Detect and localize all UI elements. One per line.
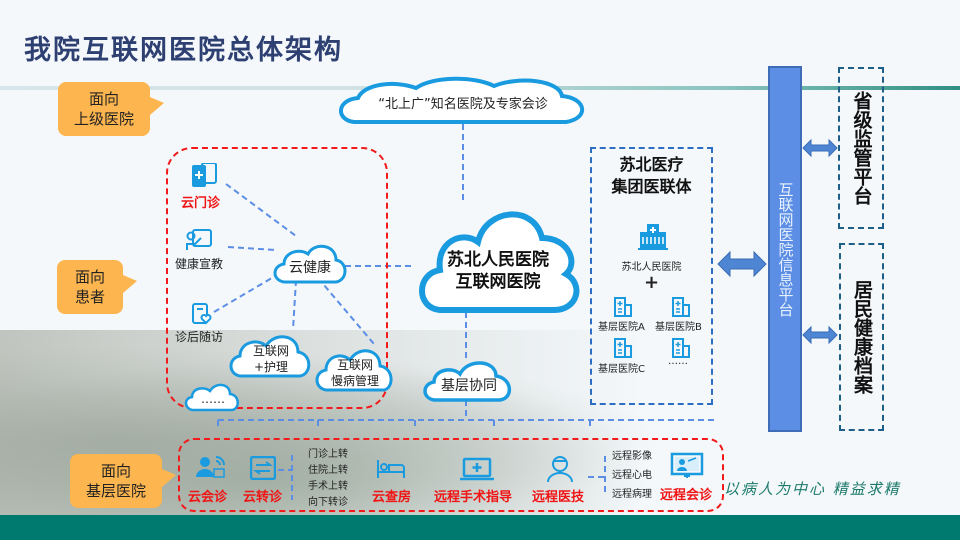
- box-health-records: 居民健康档案: [839, 243, 884, 431]
- alliance-member-more: ……: [668, 356, 688, 367]
- alliance-title-line1: 苏北医疗: [619, 155, 684, 174]
- service-health-education[interactable]: 健康宣教: [175, 257, 224, 271]
- chronic-line1: 互联网: [336, 358, 373, 372]
- referral-down: 向下转诊: [308, 497, 348, 508]
- top-cloud-label: “北上广”知名医院及专家会诊: [378, 96, 548, 112]
- double-arrow-icon: [802, 325, 838, 345]
- hospital-bed-icon: [376, 458, 406, 480]
- remote-pathology: 远程病理: [612, 489, 652, 500]
- cloud-top-experts: “北上广”知名医院及专家会诊: [334, 72, 592, 132]
- medtech-sub-list: 远程影像 远程心电 远程病理: [612, 447, 652, 504]
- referral-sub-list: 门诊上转 住院上转 手术上转 向下转诊: [308, 447, 348, 511]
- cloud-more: ……: [184, 380, 242, 412]
- service-cloud-ward-round[interactable]: 云查房: [372, 490, 412, 505]
- cloud-chronic-disease[interactable]: 互联网 慢病管理: [314, 344, 396, 394]
- health-records-label: 居民健康档案: [851, 280, 873, 394]
- cloud-health-hub[interactable]: 云健康: [270, 240, 350, 286]
- remote-imaging: 远程影像: [612, 451, 652, 462]
- referral-surgery-up: 手术上转: [308, 481, 348, 492]
- member-hospital-icon: [672, 297, 690, 317]
- referral-outpatient-up: 门诊上转: [308, 449, 348, 460]
- doctor-icon: [546, 455, 574, 483]
- supervision-label: 省级监管平台: [850, 91, 873, 205]
- alliance-member-b: 基层医院B: [655, 322, 702, 333]
- cloud-internet-nursing[interactable]: 互联网 +护理: [228, 330, 314, 380]
- alliance-member-a: 基层医院A: [598, 322, 645, 333]
- hub-label: 云健康: [289, 260, 331, 276]
- transfer-arrows-icon: [249, 455, 277, 481]
- member-hospital-icon: [672, 338, 690, 358]
- nursing-line2: +护理: [253, 360, 289, 374]
- alliance-member-c: 基层医院C: [598, 364, 645, 375]
- line-outpatient-to-hub: [225, 183, 297, 237]
- tablet-medical-icon: [190, 162, 218, 189]
- referral-inpatient-up: 住院上转: [308, 465, 348, 476]
- grassroots-services-group: [178, 438, 724, 512]
- more-label: ……: [201, 392, 225, 406]
- line-followup-to-hub: [213, 271, 283, 313]
- line-education-to-hub: [227, 246, 277, 251]
- label-grassroots-line2: 基层医院: [85, 482, 146, 500]
- service-followup[interactable]: 诊后随访: [175, 330, 224, 344]
- member-hospital-icon: [614, 338, 632, 358]
- medical-alliance-group: [590, 147, 713, 405]
- platform-label: 互联网医院信息平台: [776, 181, 795, 317]
- double-arrow-icon: [802, 138, 838, 158]
- service-cloud-referral[interactable]: 云转诊: [243, 490, 283, 505]
- label-upper-line1: 面向: [88, 90, 119, 108]
- service-remote-medical-tech[interactable]: 远程医技: [532, 490, 585, 505]
- label-patients-line2: 患者: [74, 288, 105, 306]
- patient-services-group: [166, 147, 388, 409]
- main-hospital-icon: [638, 222, 668, 250]
- cloud-center-hospital: 苏北人民医院 互联网医院: [414, 198, 582, 318]
- service-cloud-outpatient[interactable]: 云门诊: [181, 196, 221, 211]
- member-hospital-icon: [614, 297, 632, 317]
- chronic-line2: 慢病管理: [330, 374, 379, 388]
- alliance-main-hospital: 苏北人民医院: [621, 262, 682, 273]
- alliance-title-line2: 集团医联体: [611, 177, 692, 196]
- center-line1: 苏北人民医院: [447, 250, 549, 270]
- service-remote-consultation[interactable]: 远程会诊: [660, 488, 713, 503]
- teacher-board-icon: [185, 228, 213, 252]
- label-patients-line1: 面向: [74, 268, 105, 286]
- line-hub-to-chronic: [317, 277, 375, 345]
- box-provincial-supervision: 省级监管平台: [838, 67, 884, 229]
- collab-label: 基层协同: [441, 378, 497, 394]
- alliance-plus: +: [643, 272, 660, 293]
- hospital-motto-calligraphy: 以病人为中心 精益求精: [724, 480, 901, 498]
- double-arrow-icon: [717, 250, 767, 278]
- label-grassroots: 面向 基层医院: [70, 454, 176, 508]
- label-upper-hospitals: 面向 上级医院: [58, 82, 164, 136]
- laptop-plus-icon: [460, 457, 494, 481]
- page-title: 我院互联网医院总体架构: [24, 35, 343, 66]
- service-remote-surgery-guidance[interactable]: 远程手术指导: [434, 490, 513, 505]
- video-conference-icon: [670, 452, 704, 480]
- line-hub-to-nursing: [292, 279, 297, 331]
- center-line2: 互联网医院: [455, 272, 541, 292]
- nursing-line1: 互联网: [252, 344, 289, 358]
- service-cloud-consultation[interactable]: 云会诊: [188, 490, 228, 505]
- label-upper-line2: 上级医院: [73, 110, 134, 128]
- info-platform-bar: 互联网医院信息平台: [768, 66, 802, 432]
- footer-bar: [0, 515, 960, 540]
- remote-ecg: 远程心电: [612, 470, 652, 481]
- alliance-title: 苏北医疗 集团医联体: [590, 154, 713, 198]
- label-patients: 面向 患者: [57, 260, 137, 314]
- cloud-grassroots-collab: 基层协同: [420, 356, 518, 404]
- consult-person-icon: [196, 455, 226, 479]
- label-grassroots-line1: 面向: [100, 462, 131, 480]
- followup-heart-icon: [191, 302, 213, 326]
